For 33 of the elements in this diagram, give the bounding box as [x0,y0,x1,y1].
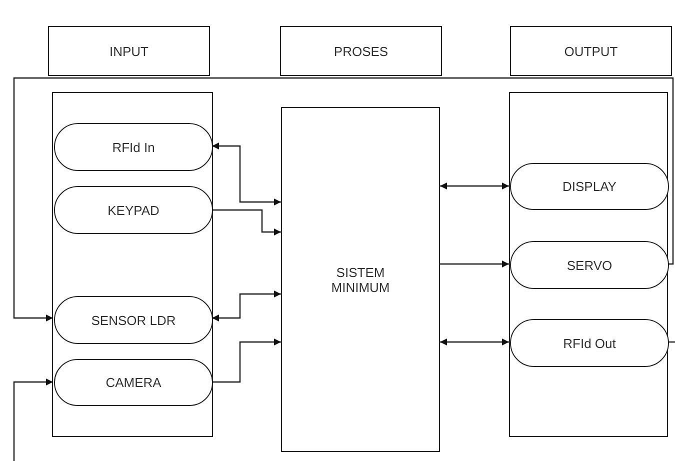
node-label: OUTPUT [564,44,618,58]
connector-arrow [212,209,281,236]
connector-arrow [440,182,509,190]
connector-arrow [13,77,674,322]
column-heading-box [280,26,442,76]
node-label: SISTEM MINIMUM [330,264,391,294]
node-label: CAMERA [106,375,162,390]
group-box [52,92,213,437]
process-box [54,186,213,234]
node-label: KEYPAD [108,202,160,218]
connector-arrow [440,338,509,346]
process-box [54,123,213,171]
node-label: RFId In [112,140,155,154]
node-label: RFId Out [563,336,616,350]
process-box [510,319,669,367]
process-box [281,107,440,452]
process-box [54,296,213,344]
node-label: SENSOR LDR [91,312,176,328]
node-label: INPUT [110,44,148,58]
group-box [509,92,668,437]
connector-arrow [212,290,281,322]
process-box [510,163,669,210]
process-box [54,359,213,406]
connector-arrow [212,142,281,206]
node-label: DISPLAY [562,179,616,194]
process-box [510,241,669,289]
connector-arrow [212,338,281,383]
connector-arrow [440,260,509,268]
connector-arrow [13,378,53,461]
node-label: PROSES [334,44,388,58]
node-label: SERVO [566,258,612,272]
column-heading-box [48,26,210,76]
column-heading-box [510,26,672,76]
